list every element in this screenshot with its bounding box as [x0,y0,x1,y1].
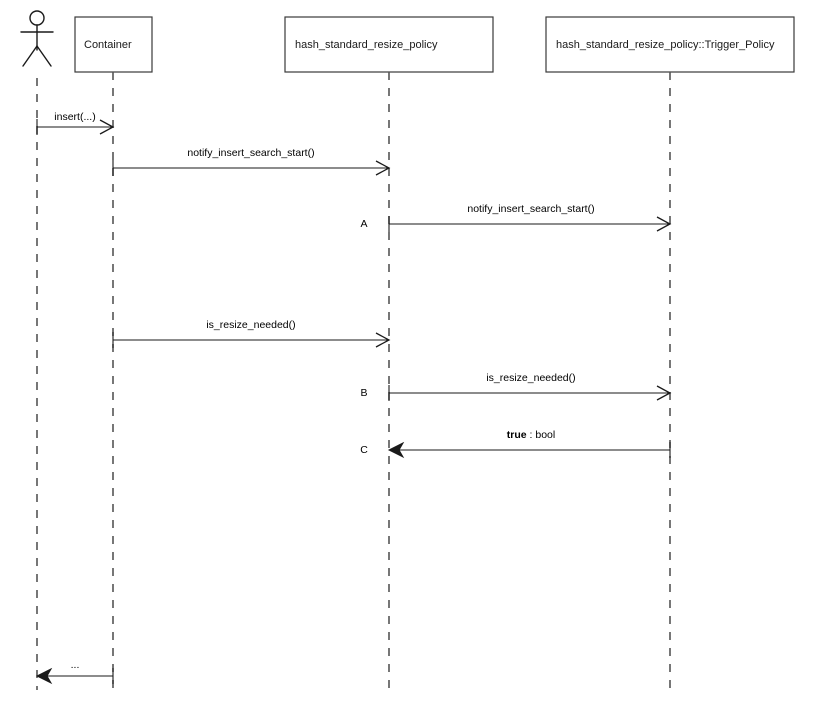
participant-container[interactable]: Container [74,16,153,73]
participant-resize-policy[interactable]: hash_standard_resize_policy [284,16,494,73]
message-return-true-plain-part: : bool [527,429,556,441]
actor-head-icon [29,10,45,26]
message-return-true-label: true : bool [507,429,555,441]
message-notify-2-arrowhead [656,216,672,232]
message-is-resize-needed-1[interactable]: is_resize_needed() [112,319,391,348]
message-is-resize-2-tag: B [360,387,367,399]
message-return-true-tag: C [360,444,368,456]
message-return-ellipsis[interactable]: ... [35,659,114,685]
message-notify-2-label: notify_insert_search_start() [467,203,594,215]
participant-resize-policy-box[interactable] [284,16,494,73]
message-return-ellipsis-arrowhead [35,667,53,685]
participant-trigger-policy-label: hash_standard_resize_policy::Trigger_Pol… [556,39,775,51]
message-notify-insert-search-start-2[interactable]: A notify_insert_search_start() [360,203,672,232]
message-is-resize-needed-2[interactable]: B is_resize_needed() [360,372,672,401]
participant-container-box[interactable] [74,16,153,73]
message-return-true-arrowhead [387,441,405,459]
participant-trigger-policy[interactable]: hash_standard_resize_policy::Trigger_Pol… [545,16,795,73]
message-is-resize-2-label: is_resize_needed() [486,372,575,384]
message-return-ellipsis-label: ... [71,659,80,671]
message-notify-1-label: notify_insert_search_start() [187,147,314,159]
message-notify-1-arrowhead [375,160,391,176]
message-insert-label: insert(...) [54,111,95,123]
message-notify-2-tag: A [360,218,367,230]
message-return-true-bold-part: true [507,429,527,441]
actor-leg-right-icon [36,45,52,67]
participant-resize-policy-label: hash_standard_resize_policy [295,39,438,51]
message-is-resize-1-arrowhead [375,332,391,348]
actor-leg-left-icon [22,45,38,67]
participant-boxes: Container hash_standard_resize_policy ha… [74,16,795,73]
participant-container-label: Container [84,39,132,51]
message-insert[interactable]: insert(...) [36,111,115,135]
participant-trigger-policy-box[interactable] [545,16,795,73]
message-return-true-bool[interactable]: C true : bool [360,429,671,459]
message-is-resize-2-arrowhead [656,385,672,401]
message-notify-insert-search-start-1[interactable]: notify_insert_search_start() [112,147,391,176]
actor-icon [20,10,54,67]
message-insert-arrowhead [99,119,115,135]
message-is-resize-1-label: is_resize_needed() [206,319,295,331]
